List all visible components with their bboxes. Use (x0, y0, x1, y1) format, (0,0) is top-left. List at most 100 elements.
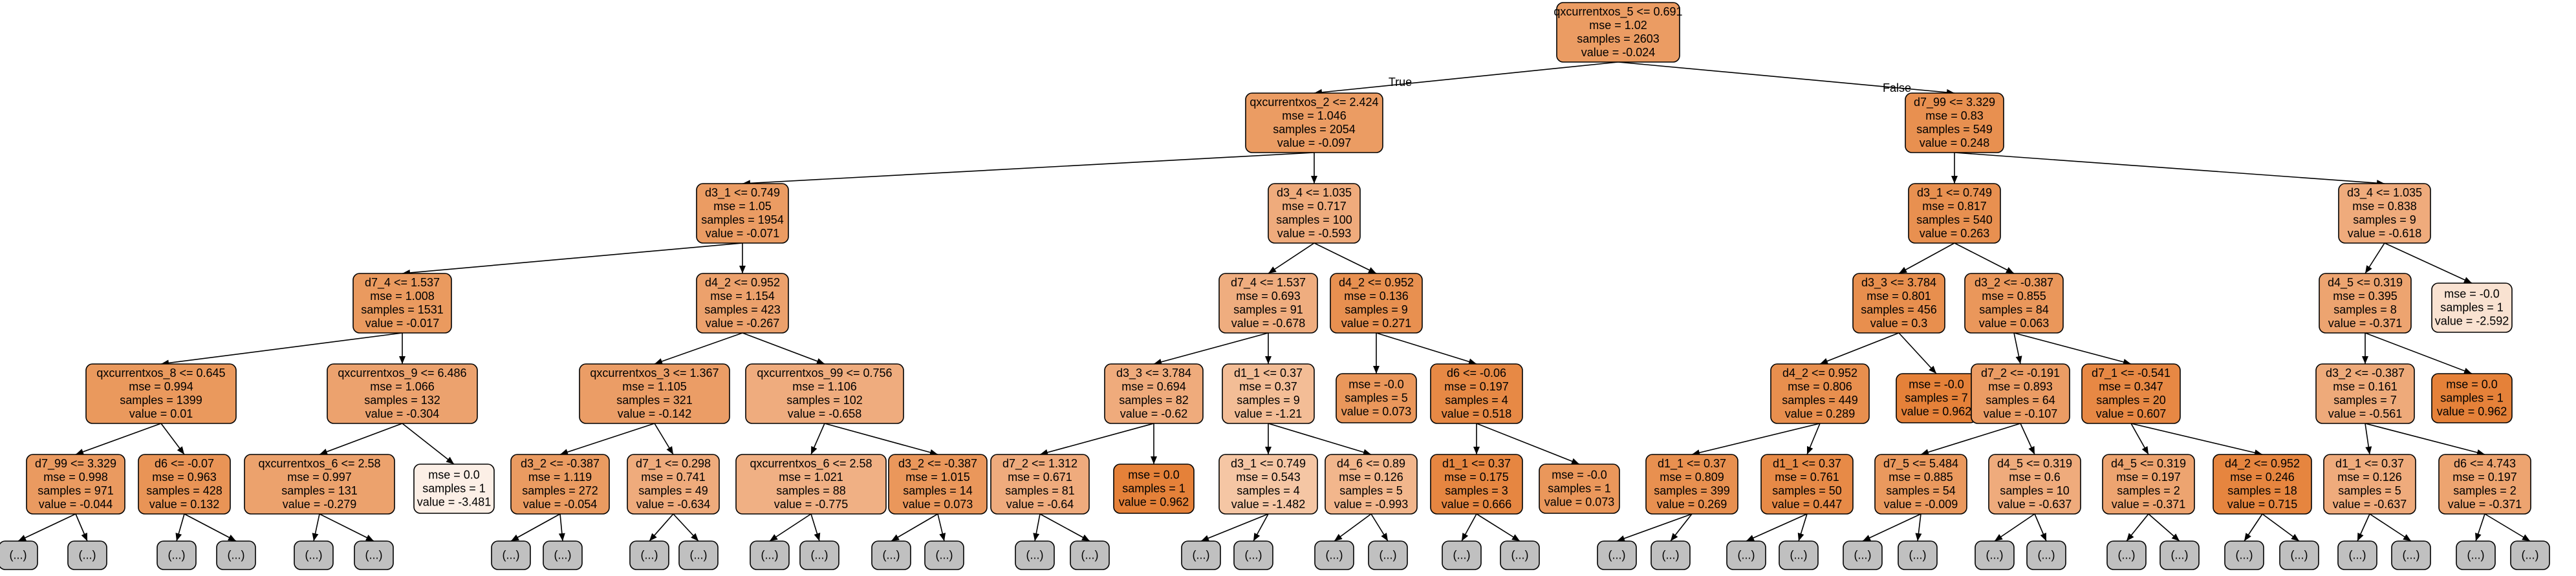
node-text-line: value = 0.447 (1772, 498, 1843, 511)
node-text-line: samples = 2 (2453, 484, 2516, 497)
edge-arrowhead (2522, 534, 2530, 541)
edge-arrowhead (511, 534, 519, 541)
node-text-line: qxcurrentxos_9 <= 6.486 (338, 367, 466, 380)
node-text-line: d1_1 <= 0.37 (1442, 457, 1511, 471)
edge-arrowhead (1368, 267, 1376, 273)
node-text-line: mse = -0.0 (1552, 469, 1607, 482)
edge-arrowhead (739, 266, 746, 273)
elided-subtree-node: (...) (157, 540, 197, 570)
node-text-line: d3_2 <= -0.387 (521, 457, 600, 471)
node-text-line: samples = 2603 (1577, 32, 1660, 45)
edge (769, 513, 812, 542)
node-text-line: mse = 0.126 (1339, 471, 1403, 484)
node-text-line: d7_2 <= -0.191 (1981, 367, 2060, 380)
node-text-line: samples = 456 (1861, 303, 1937, 316)
edge-arrowhead (816, 358, 825, 365)
node-text-line: d3_1 <= 0.749 (705, 186, 780, 200)
elided-label: (...) (10, 549, 27, 562)
edge-arrowhead (649, 533, 657, 541)
edge (160, 332, 403, 365)
elided-label: (...) (2171, 549, 2189, 562)
node-box (1015, 540, 1055, 570)
node-text-line: value = -0.009 (1884, 498, 1958, 511)
node-text-line: d4_2 <= 0.952 (1339, 276, 1414, 290)
node-text-line: value = -0.107 (1984, 407, 2058, 420)
node-box (1218, 454, 1318, 515)
elided-label: (...) (228, 549, 245, 562)
node-box (1905, 92, 2004, 153)
elided-label: (...) (1738, 549, 1755, 562)
node-text-line: mse = 0.893 (1988, 380, 2053, 393)
node-box (1368, 540, 1408, 570)
edge-arrowhead (1462, 533, 1469, 541)
node-box (216, 540, 256, 570)
node-text-line: samples = 1 (2440, 301, 2504, 314)
node-text-line: value = 0.063 (1979, 317, 2050, 330)
edge-arrowhead (1265, 447, 1272, 454)
elided-label: (...) (1662, 549, 1680, 562)
node-text-line: samples = 2054 (1273, 123, 1356, 136)
node-box (1898, 540, 1938, 570)
node-text-line: samples = 449 (1782, 394, 1858, 407)
node-box (627, 454, 720, 515)
node-box (1779, 540, 1819, 570)
node-text-line: qxcurrentxos_6 <= 2.58 (750, 457, 872, 471)
node-text-line: value = 0.073 (903, 498, 973, 511)
node-text-line: d6 <= 4.743 (2454, 457, 2516, 470)
node-text-line: mse = 0.136 (1344, 290, 1409, 303)
edge (891, 513, 938, 542)
elided-subtree-node: (...) (629, 540, 669, 570)
node-box (1222, 363, 1315, 424)
edge (742, 152, 1315, 184)
elided-label: (...) (1854, 549, 1872, 562)
node-box (750, 540, 790, 570)
node-box (2026, 540, 2066, 570)
node-text-line: samples = 100 (1276, 213, 1352, 226)
elided-subtree-node: (...) (2279, 540, 2319, 570)
edge-arrowhead (1921, 449, 1929, 456)
edge-arrowhead (312, 533, 319, 541)
node-text-line: d3_3 <= 3.784 (1116, 367, 1191, 380)
node-text-line: samples = 1 (2440, 392, 2504, 405)
edge-arrowhead (81, 533, 87, 541)
node-box (1597, 540, 1637, 570)
node-text-line: value = 0.715 (2227, 498, 2298, 511)
edge-arrowhead (558, 533, 565, 541)
node-text-line: d6 <= -0.06 (1447, 367, 1506, 379)
elided-subtree-node: (...) (2510, 540, 2550, 570)
node-text-line: mse = 0.817 (1922, 200, 1987, 213)
elided-label: (...) (1608, 549, 1626, 562)
node-box (1268, 183, 1361, 244)
edge (1039, 423, 1154, 455)
node-box (696, 183, 789, 244)
node-text-line: samples = 1954 (701, 213, 784, 226)
edge (1153, 332, 1269, 365)
edge-arrowhead (1820, 357, 1828, 365)
edge (1691, 423, 1821, 455)
node-box (1964, 273, 2064, 334)
edge-arrowhead (175, 533, 182, 541)
edge-arrowhead (1899, 266, 1907, 273)
elided-subtree-node: (...) (2106, 540, 2147, 570)
elided-label: (...) (2403, 549, 2420, 562)
edge (1376, 332, 1477, 365)
node-text-line: samples = 3 (1445, 484, 1508, 497)
node-text-line: d7_1 <= 0.298 (636, 457, 711, 471)
node-text-line: d7_4 <= 1.537 (365, 276, 440, 290)
elided-subtree-node: (...) (2391, 540, 2431, 570)
edge-arrowhead (2463, 277, 2472, 283)
node-text-line: value = -0.62 (1120, 407, 1188, 420)
node-text-line: value = 0.962 (1119, 496, 1189, 509)
